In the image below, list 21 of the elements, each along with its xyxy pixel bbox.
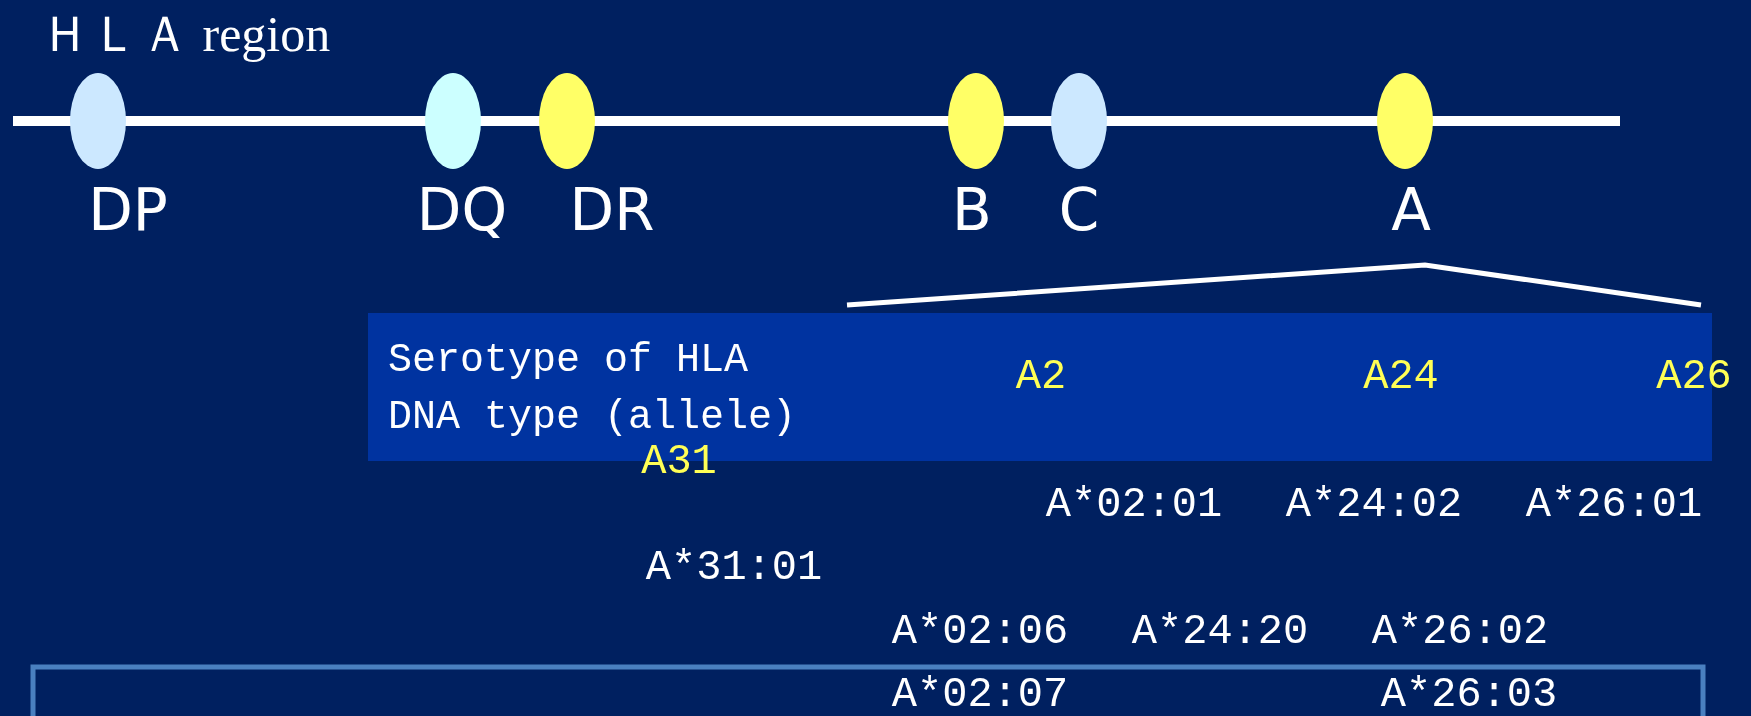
locus-label: A <box>1391 181 1431 239</box>
serotype-label: A24 <box>1363 356 1439 398</box>
locus-label: DQ <box>416 181 508 239</box>
serotype-label: A31 <box>641 441 717 483</box>
allele-label: A*26:03 <box>1380 674 1558 716</box>
allele-label: A*02:01 <box>1045 484 1223 526</box>
allele-label: A*26:01 <box>1525 484 1703 526</box>
locus-label: DR <box>569 181 655 239</box>
row-heading: Serotype of HLA <box>388 341 749 381</box>
serotype-label: A26 <box>1656 356 1732 398</box>
row-heading: DNA type (allele) <box>388 398 797 438</box>
serotype-label: A2 <box>1015 356 1067 398</box>
locus-label: DP <box>88 181 168 239</box>
locus-label: C <box>1058 181 1100 239</box>
allele-label: A*26:02 <box>1371 611 1549 653</box>
locus-label: B <box>952 181 992 239</box>
allele-label: A*31:01 <box>645 547 823 589</box>
allele-label: A*24:20 <box>1131 611 1309 653</box>
allele-label: A*24:02 <box>1285 484 1463 526</box>
allele-label: A*02:07 <box>891 674 1069 716</box>
allele-label: A*02:06 <box>891 611 1069 653</box>
